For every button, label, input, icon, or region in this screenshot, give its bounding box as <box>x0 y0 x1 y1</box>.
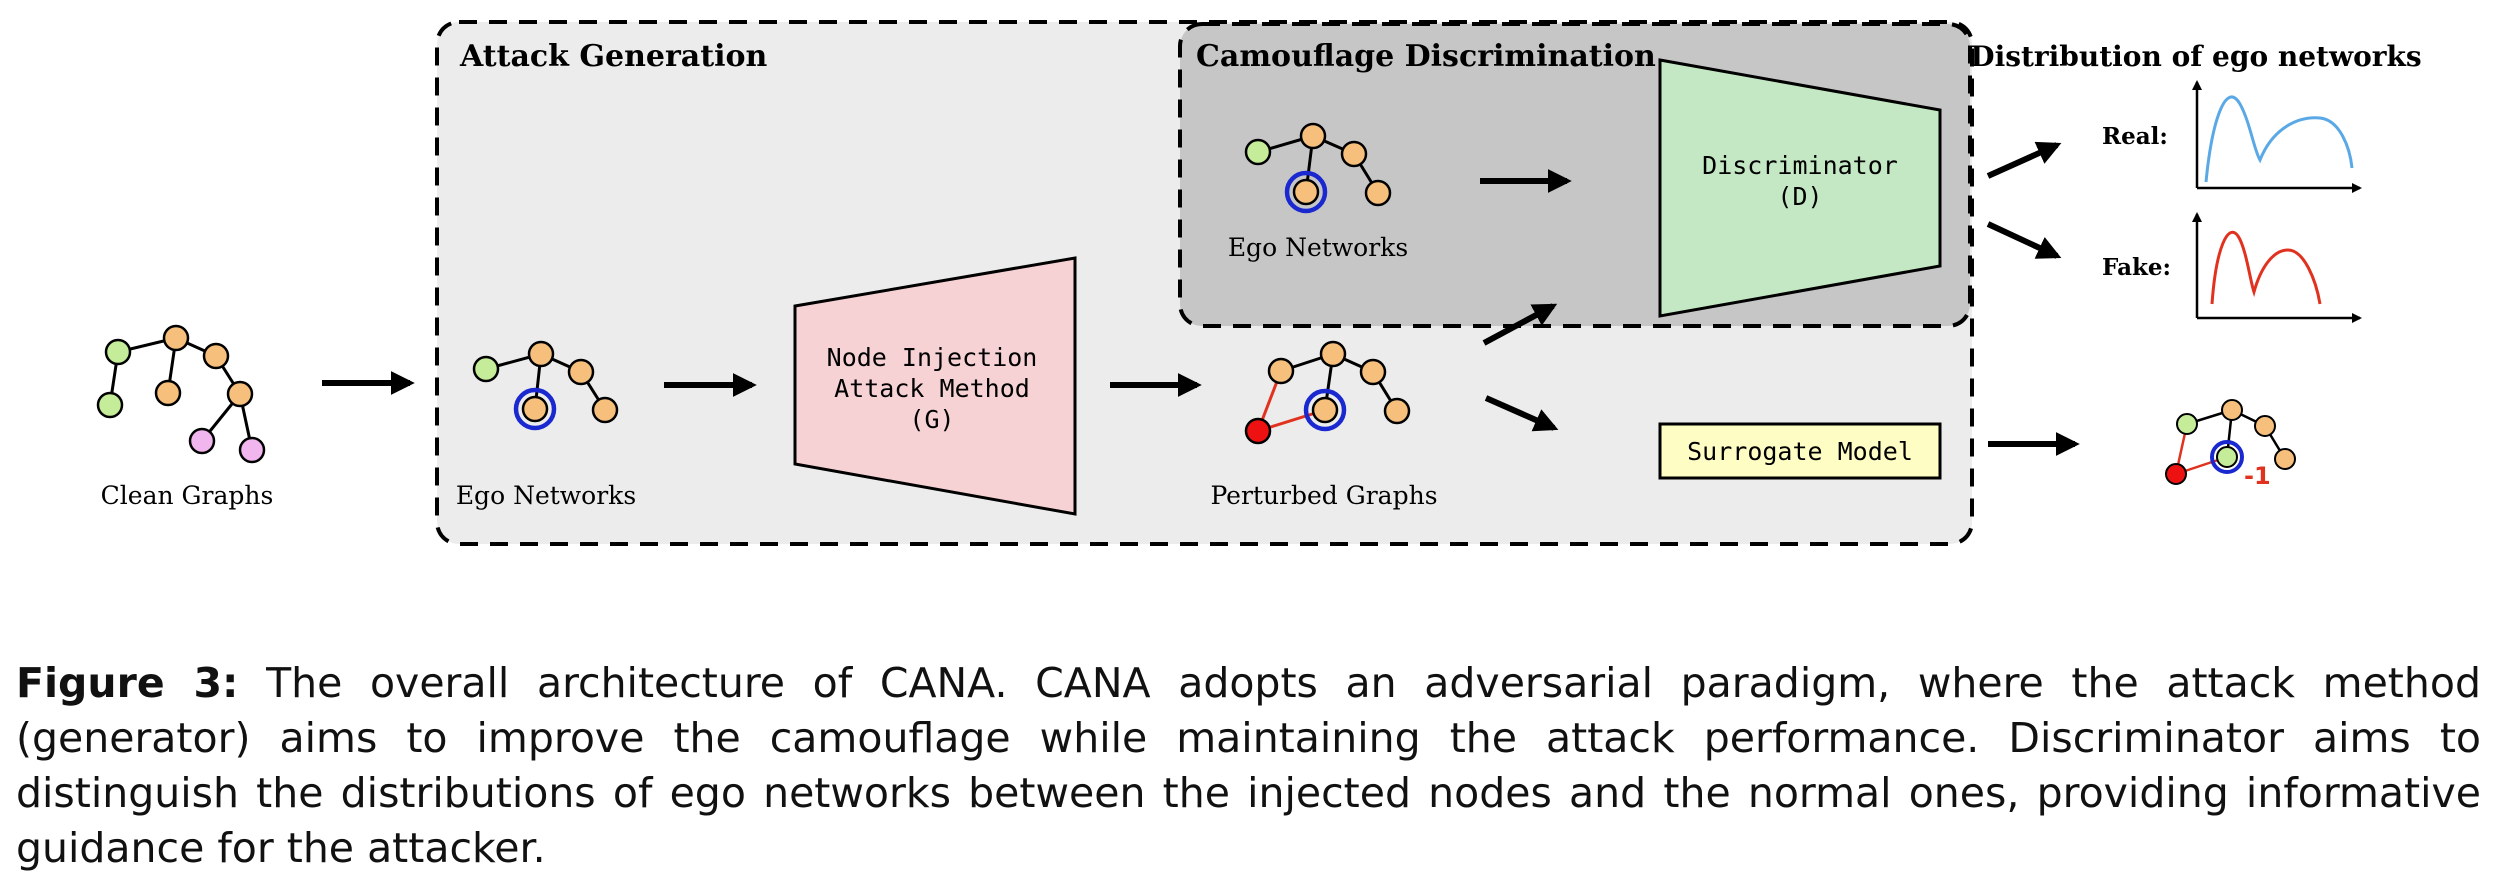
graph-node <box>162 324 190 352</box>
graph-node <box>521 395 549 423</box>
graph-node <box>1292 178 1320 206</box>
graph-node <box>2254 415 2276 437</box>
graph-node <box>96 391 124 419</box>
discriminator-block <box>1658 58 1942 318</box>
generator-line-2: Attack Method <box>834 374 1030 403</box>
target-ring <box>2210 440 2244 474</box>
caption-label: Figure 3: <box>16 659 239 707</box>
graph-node <box>527 340 555 368</box>
clean-graph <box>96 324 266 464</box>
graph-node <box>238 436 266 464</box>
graph-node <box>1267 357 1295 385</box>
ego-network-graph-top <box>1244 122 1392 214</box>
graph-node <box>154 379 182 407</box>
ego-networks-top-label: Ego Networks <box>1228 233 1408 262</box>
arrow-discriminator-to-real <box>1986 141 2062 179</box>
flow-arrows <box>322 141 2080 456</box>
graph-node <box>1244 138 1272 166</box>
graph-node <box>567 358 595 386</box>
fake-label: Fake: <box>2102 254 2171 281</box>
graph-node <box>188 427 216 455</box>
graph-node <box>1299 122 1327 150</box>
architecture-diagram: Attack Generation Camouflage Discriminat… <box>96 20 2422 546</box>
target-ring <box>513 387 557 431</box>
graph-node <box>2221 399 2243 421</box>
camouflage-discrimination-title: Camouflage Discrimination <box>1196 39 1656 74</box>
output-score: -1 <box>2244 462 2271 490</box>
surrogate-model-block <box>1658 422 1942 480</box>
ego-networks-label: Ego Networks <box>456 481 636 510</box>
real-label: Real: <box>2102 123 2168 150</box>
graph-node <box>1340 140 1368 168</box>
surrogate-model-label: Surrogate Model <box>1687 437 1913 466</box>
graph-node <box>1319 340 1347 368</box>
fake-distribution-plot <box>2192 212 2362 323</box>
graph-node <box>1383 397 1411 425</box>
arrow-perturbed-to-surrogate <box>1484 395 1559 432</box>
real-distribution-curve <box>2204 95 2354 183</box>
injected-node <box>2165 463 2187 485</box>
discriminator-line-1: Discriminator <box>1702 151 1898 180</box>
figure-caption: Figure 3: The overall architecture of CA… <box>16 656 2481 876</box>
discriminator-line-2: (D) <box>1777 182 1822 211</box>
distribution-title: Distribution of ego networks <box>1970 40 2421 73</box>
injected-node <box>1244 417 1272 445</box>
graph-node <box>1359 358 1387 386</box>
output-graph <box>2165 399 2296 485</box>
graph-node <box>226 380 254 408</box>
generator-line-3: (G) <box>909 405 954 434</box>
arrow-discriminator-to-fake <box>1986 221 2062 259</box>
perturbed-graph <box>1244 340 1411 445</box>
graph-node <box>2176 413 2198 435</box>
generator-line-1: Node Injection <box>827 343 1038 372</box>
graph-node <box>2216 446 2238 468</box>
target-ring <box>1284 170 1328 214</box>
real-distribution-plot <box>2192 80 2362 193</box>
attack-generation-title: Attack Generation <box>459 39 768 74</box>
graph-node <box>1364 179 1392 207</box>
arrow-perturbed-to-ego-top <box>1482 303 1558 346</box>
graph-node <box>202 342 230 370</box>
ego-network-graph <box>472 340 619 431</box>
graph-node <box>591 396 619 424</box>
graph-node <box>1311 396 1339 424</box>
graph-node <box>104 338 132 366</box>
clean-graphs-label: Clean Graphs <box>101 481 274 510</box>
target-ring <box>1303 388 1347 432</box>
graph-node <box>2274 448 2296 470</box>
fake-distribution-curve <box>2210 230 2322 305</box>
generator-block <box>793 256 1077 516</box>
graph-node <box>472 355 500 383</box>
perturbed-graphs-label: Perturbed Graphs <box>1210 481 1437 510</box>
caption-text: The overall architecture of CANA. CANA a… <box>16 659 2481 872</box>
